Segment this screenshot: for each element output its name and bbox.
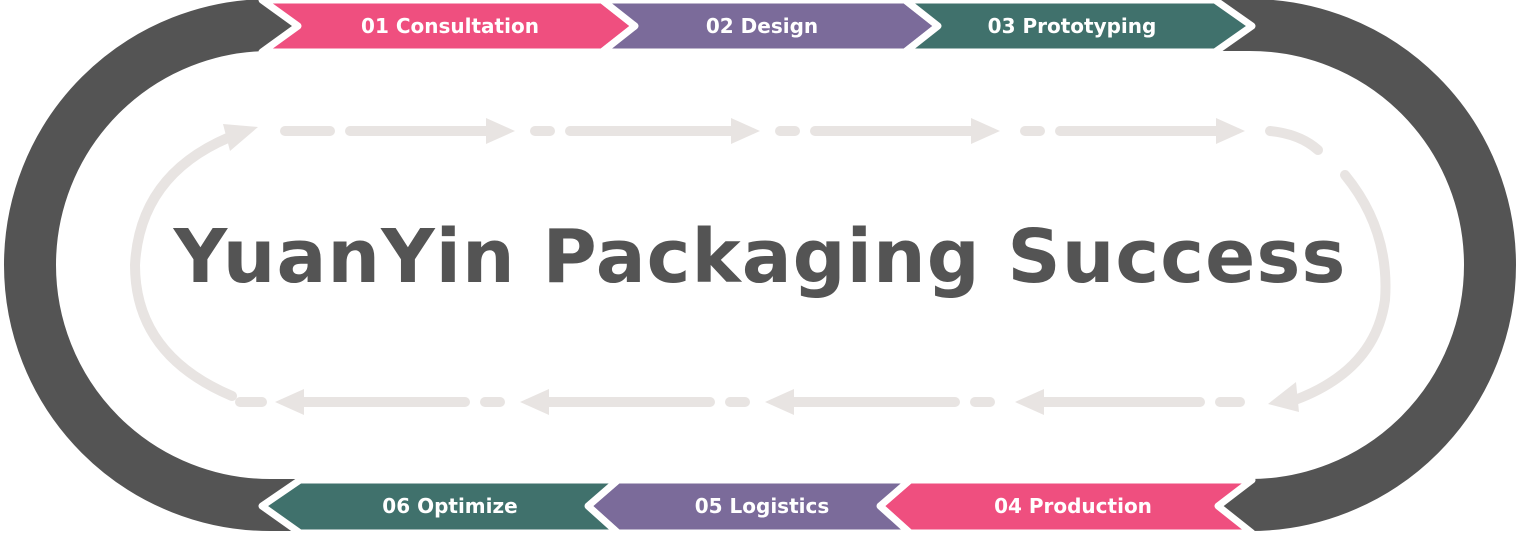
step-banner-production: 04 Production [876, 476, 1256, 533]
diagram-title: YuanYin Packaging Success [173, 214, 1347, 300]
step-banner-design: 02 Design [598, 0, 942, 56]
inner-flow-arrows [129, 126, 1391, 407]
step-banner-logistics: 05 Logistics [584, 476, 914, 533]
cycle-loop-track [4, 0, 1516, 531]
step-label: 04 Production [994, 494, 1152, 518]
step-label: 03 Prototyping [988, 14, 1157, 38]
inner-flow-arrowheads [223, 118, 1299, 415]
step-label: 01 Consultation [361, 14, 539, 38]
step-label: 05 Logistics [695, 494, 830, 518]
step-banner-shape [901, 0, 1256, 56]
step-label: 02 Design [706, 14, 818, 38]
step-banner-consultation: 01 Consultation [258, 0, 639, 56]
step-label: 06 Optimize [382, 494, 517, 518]
step-banner-shape [258, 476, 622, 533]
step-banner-optimize: 06 Optimize [258, 476, 622, 533]
step-banner-prototyping: 03 Prototyping [901, 0, 1256, 56]
